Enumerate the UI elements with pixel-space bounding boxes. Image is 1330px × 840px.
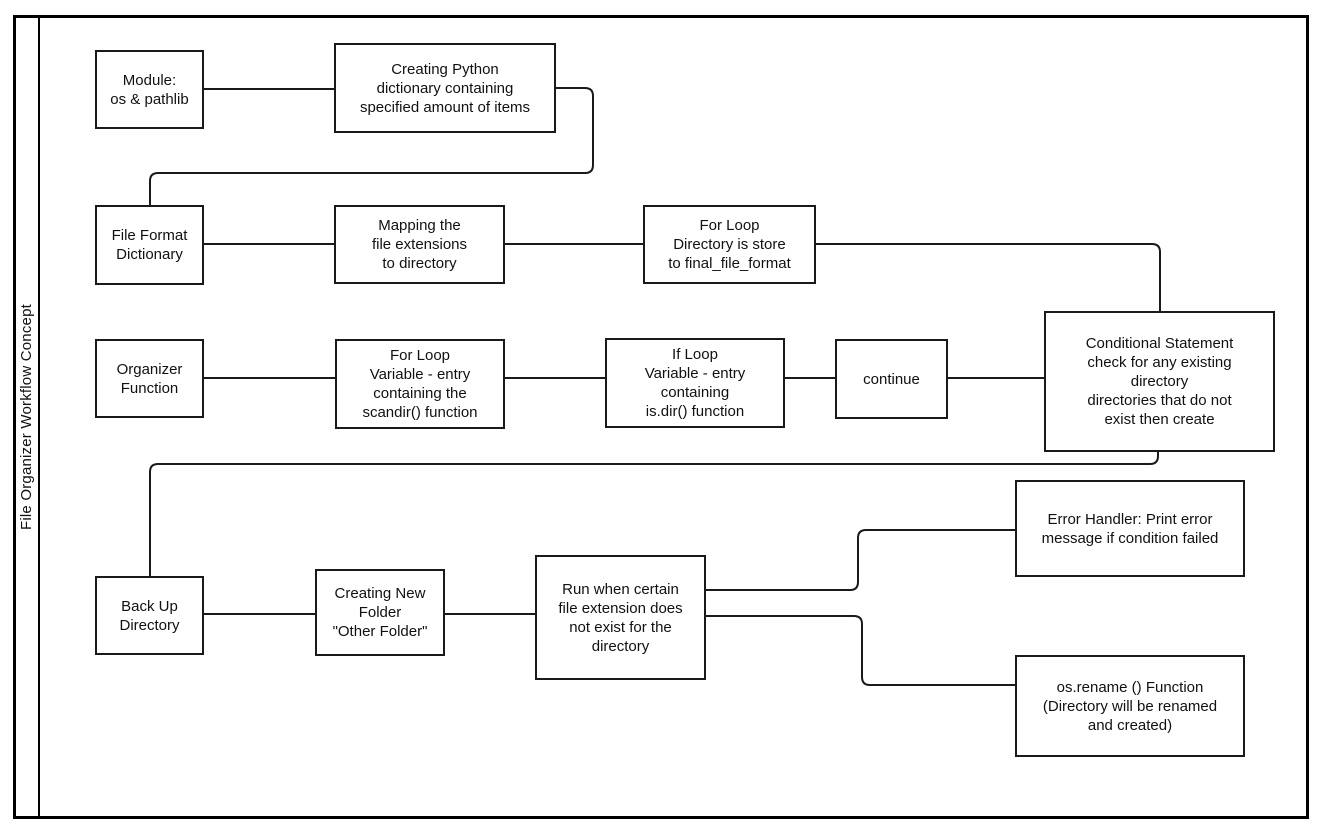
node-continue: continue: [835, 339, 948, 419]
node-run-when-extension-missing: Run when certain file extension does not…: [535, 555, 706, 680]
node-if-loop-variable: If Loop Variable - entry containing is.d…: [605, 338, 785, 428]
node-backup-directory: Back Up Directory: [95, 576, 204, 655]
edge-creating-py-to-file-format: [149, 87, 594, 205]
node-file-format-dictionary: File Format Dictionary: [95, 205, 204, 285]
node-module: Module: os & pathlib: [95, 50, 204, 129]
swimlane-divider: [38, 16, 40, 818]
edge-conditional-to-backup: [149, 452, 1159, 576]
node-organizer-function: Organizer Function: [95, 339, 204, 418]
node-error-handler: Error Handler: Print error message if co…: [1015, 480, 1245, 577]
edge-for-loop-dir-to-conditional: [816, 243, 1161, 311]
node-conditional-statement: Conditional Statement check for any exis…: [1044, 311, 1275, 452]
node-mapping-extensions: Mapping the file extensions to directory: [334, 205, 505, 284]
node-for-loop-variable: For Loop Variable - entry containing the…: [335, 339, 505, 429]
edge-run-when-to-os-rename: [706, 615, 1015, 686]
node-creating-new-folder: Creating New Folder "Other Folder": [315, 569, 445, 656]
node-for-loop-directory: For Loop Directory is store to final_fil…: [643, 205, 816, 284]
diagram-outer-frame: [13, 15, 1309, 819]
edge-run-when-to-error-handler: [706, 529, 1015, 591]
node-os-rename-function: os.rename () Function (Directory will be…: [1015, 655, 1245, 757]
node-creating-python-dictionary: Creating Python dictionary containing sp…: [334, 43, 556, 133]
